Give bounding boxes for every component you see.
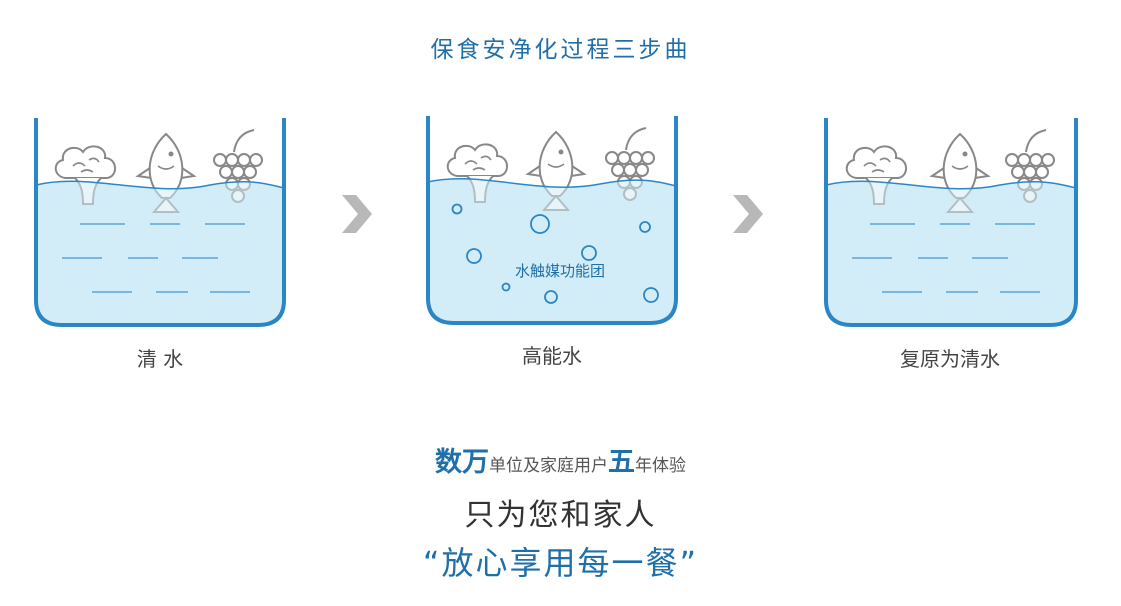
slogan-text: 单位及家庭用户: [489, 456, 608, 476]
slogan-line2: 只为您和家人: [464, 498, 657, 533]
slogan-line3: “放心享用每一餐”: [422, 544, 699, 582]
step3-caption: 复原为清水: [900, 347, 1000, 371]
slogan-line1: 数万单位及家庭用户五年体验: [0, 440, 1121, 479]
slogan-highlight: 五: [608, 447, 635, 478]
step2-caption: 高能水: [522, 344, 582, 368]
arrow-right-icon: [342, 195, 372, 233]
step3-container: [824, 118, 1078, 327]
slogan-highlight: 数万: [435, 447, 489, 478]
bubbles: [451, 203, 659, 304]
step1-container: [34, 118, 286, 327]
step2-container: 水触媒功能团: [426, 116, 678, 325]
page-title: 保食安净化过程三步曲: [430, 37, 691, 63]
step1-caption: 清 水: [136, 347, 184, 371]
catalyst-label: 水触媒功能团: [515, 262, 605, 280]
slogan-text: 年体验: [635, 456, 686, 476]
arrow-right-icon: [733, 195, 763, 233]
